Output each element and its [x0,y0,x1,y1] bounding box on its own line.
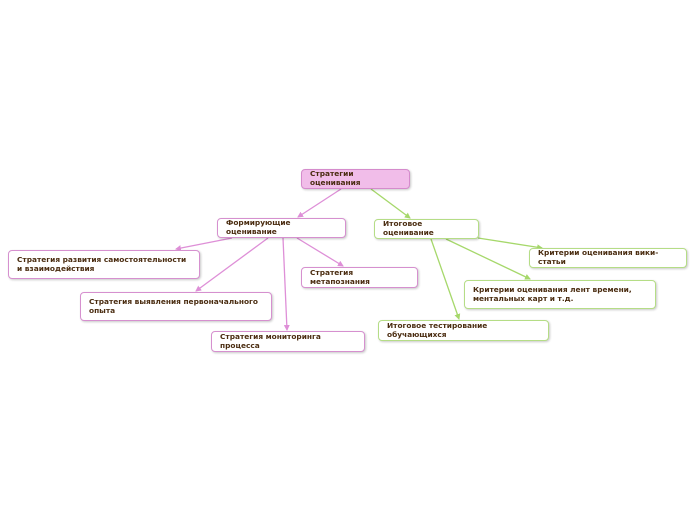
monitoring-strategy-label: Стратегия мониторинга процесса [220,331,321,350]
link-formative-independence [175,237,233,251]
testing-node[interactable]: Итоговое тестирование обучающихся [378,320,549,341]
root-node-label: Стратегии оценивания [310,169,361,187]
wiki-criteria-node[interactable]: Критерии оценивания вики-статьи [529,248,687,268]
testing-node-label: Итоговое тестирование обучающихся [387,320,488,339]
monitoring-strategy-node[interactable]: Стратегия мониторинга процесса [211,331,365,352]
root-node[interactable]: Стратегии оценивания [301,169,410,189]
timelines-criteria-label: Критерии оценивания лент времени, ментал… [473,284,632,303]
link-summative-wiki [477,237,543,251]
independence-strategy-node[interactable]: Стратегия развития самостоятельности и в… [8,250,200,279]
metacognition-strategy-label: Стратегия метапознания [310,267,370,286]
experience-strategy-node[interactable]: Стратегия выявления первоначального опыт… [80,292,272,321]
wiki-criteria-label: Критерии оценивания вики-статьи [538,248,659,266]
independence-strategy-label: Стратегия развития самостоятельности и в… [17,254,187,273]
link-root-formative [297,188,342,218]
timelines-criteria-node[interactable]: Критерии оценивания лент времени, ментал… [464,280,656,309]
link-summative-timelines [445,238,531,280]
link-formative-metacognition [296,237,344,267]
experience-strategy-label: Стратегия выявления первоначального опыт… [89,296,258,315]
link-summative-testing [430,238,461,320]
formative-node[interactable]: Формирующие оценивание [217,218,346,238]
link-root-summative [370,188,411,219]
formative-node-label: Формирующие оценивание [226,218,291,236]
metacognition-strategy-node[interactable]: Стратегия метапознания [301,267,418,288]
summative-node-label: Итоговое оценивание [383,219,434,237]
link-formative-monitoring [282,237,290,331]
link-formative-experience [195,237,269,292]
summative-node[interactable]: Итоговое оценивание [374,219,479,239]
